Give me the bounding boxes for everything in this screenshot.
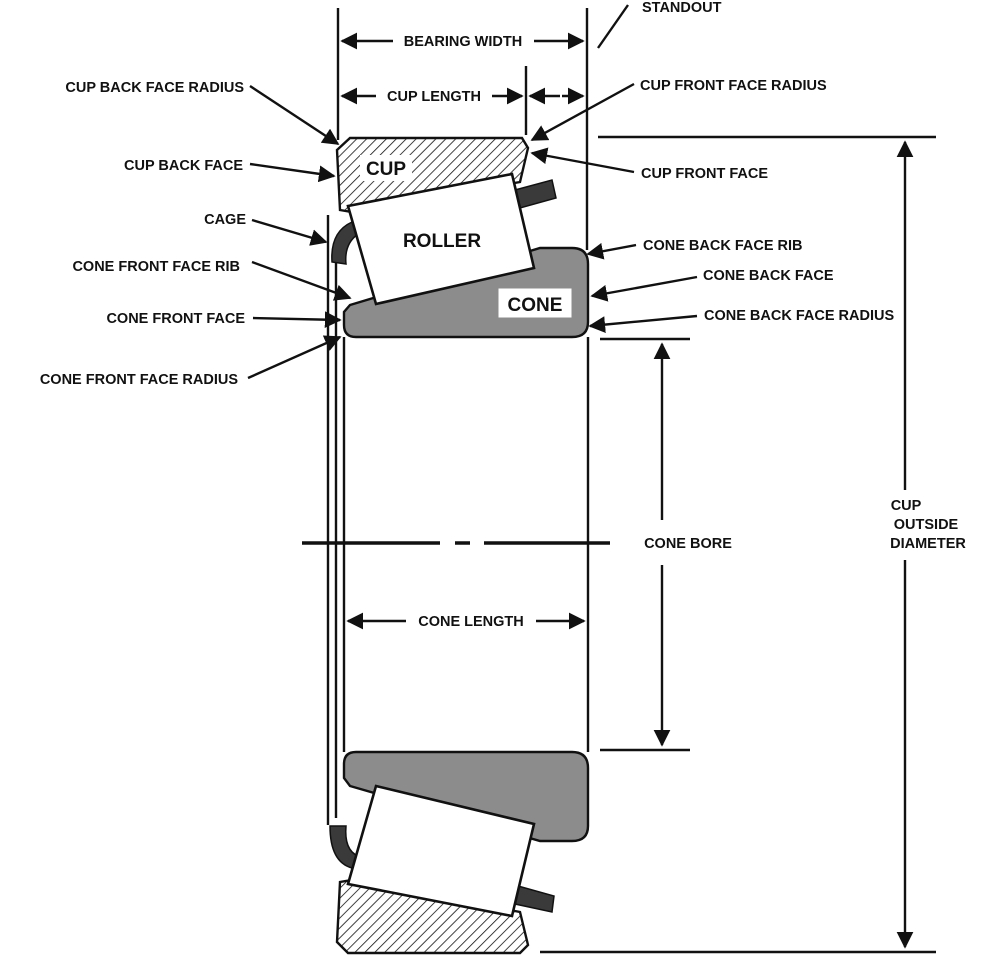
standout-label: STANDOUT xyxy=(642,0,722,16)
cone-back-face-leader xyxy=(590,275,698,302)
cage-label: CAGE xyxy=(204,212,246,228)
left-callouts: CUP BACK FACE RADIUS CUP BACK FACE CAGE … xyxy=(40,80,352,388)
cup-front-face-radius-label: CUP FRONT FACE RADIUS xyxy=(640,78,827,94)
standout-leader xyxy=(597,4,629,49)
cage-bottom-right xyxy=(514,885,555,913)
cup-od-label-bg xyxy=(880,494,972,556)
cup-back-face-label: CUP BACK FACE xyxy=(124,158,243,174)
bearing-width-label: BEARING WIDTH xyxy=(404,34,522,50)
cup-od-label-line1: CUP xyxy=(891,498,922,514)
cup-front-face-leader xyxy=(530,147,635,174)
cup-od-label-line3: DIAMETER xyxy=(890,536,966,552)
cup-front-face-radius-leader xyxy=(530,82,635,142)
bearing-body: CUP ROLLER CONE xyxy=(302,8,610,955)
cup-length-label: CUP LENGTH xyxy=(387,89,481,105)
cup-bottom xyxy=(335,878,530,955)
cone-length-label: CONE LENGTH xyxy=(418,614,524,630)
cage-leader xyxy=(251,218,328,246)
cone-back-face-label: CONE BACK FACE xyxy=(703,268,834,284)
cone-front-face-leader xyxy=(252,311,342,329)
cone-back-face-radius-leader xyxy=(588,314,698,333)
cone-front-face-rib-leader xyxy=(251,260,352,301)
cone-label-bg xyxy=(497,287,573,319)
cone-front-face-radius-label: CONE FRONT FACE RADIUS xyxy=(40,372,239,388)
cone-back-face-rib-label: CONE BACK FACE RIB xyxy=(643,238,803,254)
right-callouts: CUP FRONT FACE RADIUS CUP FRONT FACE CON… xyxy=(530,78,894,333)
cup-back-face-radius-label: CUP BACK FACE RADIUS xyxy=(65,80,244,96)
roller-bottom xyxy=(346,784,536,918)
cup-front-face-label: CUP FRONT FACE xyxy=(641,166,768,182)
cup-label-bg xyxy=(360,155,412,181)
cup-back-face-leader xyxy=(249,162,336,183)
cone-back-face-rib-leader xyxy=(586,242,637,260)
roller-top xyxy=(346,172,536,306)
cone-front-face-radius-leader xyxy=(247,335,342,380)
cone-front-face-label: CONE FRONT FACE xyxy=(106,311,245,327)
cone-bore-label: CONE BORE xyxy=(644,536,732,552)
dimensions: BEARING WIDTH CUP LENGTH STANDOUT CONE L… xyxy=(340,0,972,954)
cup-od-label-line2: OUTSIDE xyxy=(894,517,959,533)
cup-label: CUP xyxy=(366,159,406,180)
cone-label: CONE xyxy=(508,295,563,316)
roller-label: ROLLER xyxy=(403,231,481,252)
cone-front-face-rib-label: CONE FRONT FACE RIB xyxy=(72,259,240,275)
cage-top-right xyxy=(514,179,557,209)
cone-back-face-radius-label: CONE BACK FACE RADIUS xyxy=(704,308,894,324)
cone-bottom xyxy=(342,750,590,843)
cup-back-face-radius-leader xyxy=(249,84,340,146)
